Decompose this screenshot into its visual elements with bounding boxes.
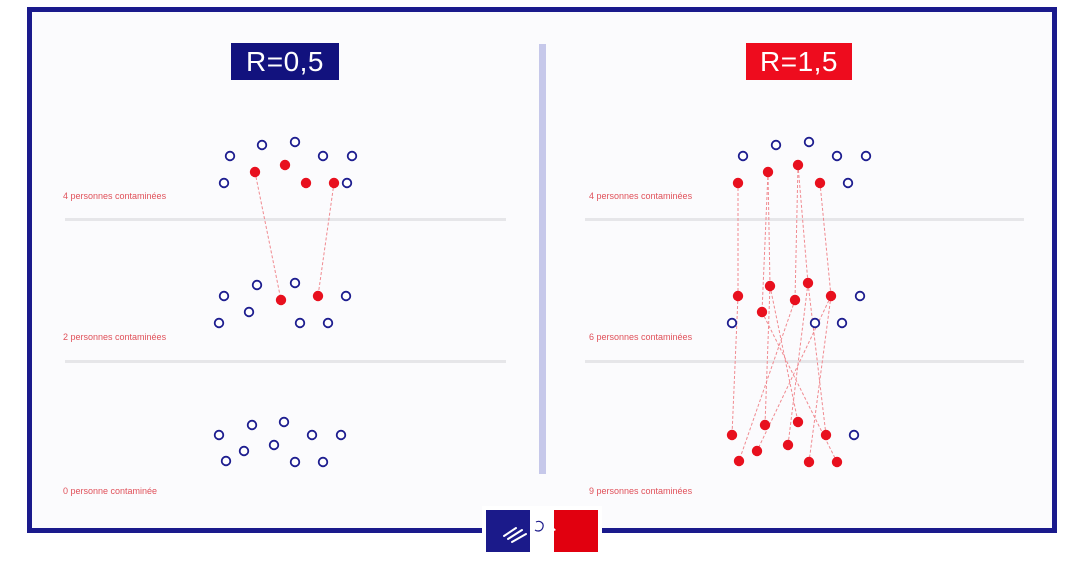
right-infected-person-9 [825, 290, 837, 302]
right-infected-person-8 [789, 294, 801, 306]
right-row-separator-1 [585, 218, 1024, 221]
right-infected-person-6 [764, 280, 776, 292]
right-contamination-link-5 [794, 164, 799, 301]
left-row-label-2: 2 personnes contaminées [63, 332, 167, 342]
left-healthy-person-3 [289, 136, 301, 148]
left-healthy-person-12 [213, 317, 225, 329]
right-healthy-person-1 [737, 150, 749, 162]
left-row-label-1: 4 personnes contaminées [63, 191, 167, 201]
panel-divider [539, 44, 546, 474]
right-row-label-3: 9 personnes contaminées [589, 486, 693, 496]
right-infected-person-3 [792, 159, 804, 171]
right-healthy-person-4 [831, 150, 843, 162]
right-healthy-person-10 [836, 317, 848, 329]
right-row-label-1: 4 personnes contaminées [589, 191, 693, 201]
left-healthy-person-4 [317, 150, 329, 162]
left-row-label-3: 0 personne contaminée [63, 486, 158, 496]
left-infected-person-4 [328, 177, 340, 189]
left-healthy-person-2 [256, 139, 268, 151]
left-healthy-person-25 [317, 456, 329, 468]
marianne-logo [482, 506, 602, 556]
left-healthy-person-17 [246, 419, 258, 431]
left-infected-person-3 [300, 177, 312, 189]
right-healthy-person-2 [770, 139, 782, 151]
right-healthy-person-6 [842, 177, 854, 189]
right-title-badge: R=1,5 [746, 43, 852, 80]
left-healthy-person-5 [346, 150, 358, 162]
right-infected-person-1 [732, 177, 744, 189]
left-healthy-person-18 [278, 416, 290, 428]
right-contamination-link-7 [731, 295, 739, 436]
right-infected-person-2 [762, 166, 774, 178]
left-healthy-person-16 [213, 429, 225, 441]
left-healthy-person-21 [220, 455, 232, 467]
right-healthy-person-9 [809, 317, 821, 329]
right-infected-person-4 [814, 177, 826, 189]
marianne-profile-icon [503, 512, 556, 552]
logo-blue-block [486, 510, 530, 552]
right-infected-person-13 [792, 416, 804, 428]
left-healthy-person-14 [294, 317, 306, 329]
left-infected-person-1 [249, 166, 261, 178]
left-healthy-person-19 [306, 429, 318, 441]
left-healthy-person-23 [268, 439, 280, 451]
left-healthy-person-7 [341, 177, 353, 189]
left-healthy-person-11 [340, 290, 352, 302]
right-infected-person-18 [803, 456, 815, 468]
left-contamination-link-1 [254, 171, 282, 301]
right-contamination-link-4 [797, 164, 809, 284]
right-infected-person-11 [726, 429, 738, 441]
right-infected-person-17 [751, 445, 763, 457]
right-row-separator-2 [585, 360, 1024, 363]
right-infected-person-19 [831, 456, 843, 468]
right-infected-person-5 [732, 290, 744, 302]
right-contamination-link-13 [756, 295, 832, 452]
right-infected-person-15 [782, 439, 794, 451]
left-healthy-person-8 [218, 290, 230, 302]
right-contamination-link-12 [738, 299, 796, 462]
right-healthy-person-3 [803, 136, 815, 148]
right-contamination-link-9 [769, 285, 799, 423]
right-contamination-link-2 [767, 171, 771, 287]
left-healthy-person-15 [322, 317, 334, 329]
left-infected-person-6 [312, 290, 324, 302]
right-healthy-person-11 [848, 429, 860, 441]
left-healthy-person-24 [289, 456, 301, 468]
left-healthy-person-6 [218, 177, 230, 189]
right-contamination-link-8 [764, 285, 771, 426]
left-title-badge: R=0,5 [231, 43, 339, 80]
right-healthy-person-5 [860, 150, 872, 162]
left-row-separator-1 [65, 218, 506, 221]
left-row-separator-2 [65, 360, 506, 363]
right-healthy-person-8 [726, 317, 738, 329]
left-healthy-person-10 [289, 277, 301, 289]
left-healthy-person-9 [251, 279, 263, 291]
right-contamination-link-15 [761, 311, 838, 463]
right-infected-person-10 [756, 306, 768, 318]
left-infected-person-5 [275, 294, 287, 306]
right-contamination-link-3 [761, 171, 769, 313]
right-infected-person-16 [733, 455, 745, 467]
right-healthy-person-7 [854, 290, 866, 302]
right-contamination-link-14 [808, 295, 832, 463]
right-infected-person-7 [802, 277, 814, 289]
left-contamination-link-2 [317, 182, 335, 297]
left-infected-person-2 [279, 159, 291, 171]
left-healthy-person-22 [238, 445, 250, 457]
left-healthy-person-13 [243, 306, 255, 318]
left-healthy-person-1 [224, 150, 236, 162]
right-infected-person-12 [759, 419, 771, 431]
right-contamination-link-6 [819, 182, 832, 297]
right-contamination-link-10 [807, 282, 827, 436]
right-row-label-2: 6 personnes contaminées [589, 332, 693, 342]
logo-red-block [554, 510, 598, 552]
left-healthy-person-20 [335, 429, 347, 441]
right-infected-person-14 [820, 429, 832, 441]
